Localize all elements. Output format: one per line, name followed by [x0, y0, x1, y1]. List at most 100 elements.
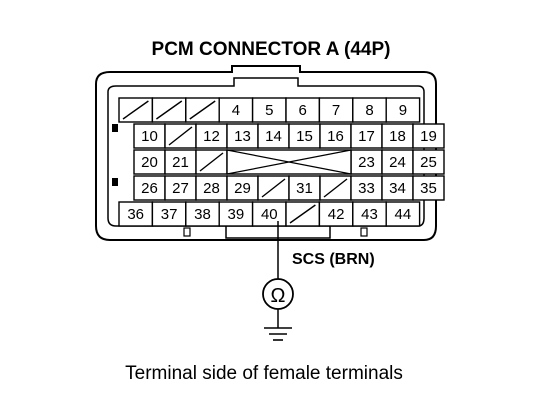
terminal-cell: 28: [195, 175, 228, 201]
terminal-number: 24: [389, 154, 406, 171]
terminal-number: 43: [361, 206, 378, 223]
terminal-cell: 4: [218, 97, 254, 123]
terminal-cell: 43: [352, 201, 387, 227]
terminal-number: 31: [296, 180, 313, 197]
terminal-cell: 29: [226, 175, 259, 201]
terminal-number: 20: [141, 154, 158, 171]
terminal-number: 5: [265, 102, 273, 119]
terminal-cell: 39: [218, 201, 254, 227]
connector-housing-outer: [95, 65, 437, 241]
terminal-cell: 25: [412, 149, 445, 175]
terminal-cell: 8: [352, 97, 387, 123]
terminal-cell: [118, 97, 154, 123]
side-key-left-top: [112, 124, 118, 132]
terminal-number: 42: [328, 206, 345, 223]
empty-cavity-slash: [199, 152, 224, 172]
terminal-number: 27: [172, 180, 189, 197]
terminal-number: 34: [389, 180, 406, 197]
terminal-number: 8: [365, 102, 373, 119]
terminal-cell: 10: [133, 123, 166, 149]
terminal-cell: 37: [151, 201, 187, 227]
terminal-number: 26: [141, 180, 158, 197]
terminal-number: 29: [234, 180, 251, 197]
terminal-number: 7: [332, 102, 340, 119]
terminal-cell: 6: [285, 97, 321, 123]
terminal-number: 39: [228, 206, 245, 223]
ohm-symbol: Ω: [271, 285, 286, 307]
terminal-number: 21: [172, 154, 189, 171]
terminal-cell: [185, 97, 220, 123]
terminal-cell: 16: [319, 123, 352, 149]
terminal-cell: 20: [133, 149, 166, 175]
terminal-cell: [151, 97, 187, 123]
terminal-number: 35: [420, 180, 437, 197]
terminal-cell: 44: [385, 201, 421, 227]
terminal-number: 37: [161, 206, 178, 223]
terminal-number: 44: [395, 206, 412, 223]
terminal-cell: 33: [350, 175, 383, 201]
terminal-cell: [164, 123, 197, 149]
side-key-left-bottom: [112, 178, 118, 186]
terminal-cell: 24: [381, 149, 414, 175]
terminal-cell: 26: [133, 175, 166, 201]
empty-cavity-slash: [155, 100, 183, 120]
terminal-grid: 4 5 6 7 8 9 10 12 13 14 15 16 17 18 19 20 21 23 24 25 26 27 28…: [118, 97, 445, 227]
diagram-caption: Terminal side of female terminals: [125, 363, 403, 384]
terminal-cell: 18: [381, 123, 414, 149]
terminal-number: 9: [399, 102, 407, 119]
terminal-number: 38: [194, 206, 211, 223]
terminal-cell: 42: [318, 201, 354, 227]
terminal-cell: [285, 201, 321, 227]
terminal-cell: 19: [412, 123, 445, 149]
empty-cavity-slash: [168, 126, 193, 146]
terminal-number: 33: [358, 180, 375, 197]
terminal-number: 25: [420, 154, 437, 171]
terminal-cell: [257, 175, 290, 201]
connector-title: PCM CONNECTOR A (44P): [152, 39, 391, 60]
terminal-cell: 17: [350, 123, 383, 149]
terminal-cell: 21: [164, 149, 197, 175]
terminal-cell: 40: [251, 201, 287, 227]
terminal-cell: 5: [251, 97, 287, 123]
terminal-number: 17: [358, 128, 375, 145]
terminal-number: 10: [141, 128, 158, 145]
terminal-cell: 7: [318, 97, 354, 123]
terminal-number: 6: [299, 102, 307, 119]
terminal-cell: 9: [385, 97, 421, 123]
bottom-key-left: [183, 227, 191, 237]
terminal-number: 28: [203, 180, 220, 197]
terminal-number: 16: [327, 128, 344, 145]
terminal-cell: 34: [381, 175, 414, 201]
unused-block-x: [226, 149, 352, 175]
terminal-cell: [319, 175, 352, 201]
terminal-number: 18: [389, 128, 406, 145]
empty-cavity-slash: [289, 204, 316, 224]
terminal-cell: 38: [185, 201, 220, 227]
probe-label: SCS (BRN): [292, 251, 375, 268]
ground-icon: [264, 309, 292, 341]
terminal-cell: 35: [412, 175, 445, 201]
terminal-cell: [195, 149, 228, 175]
terminal-number: 36: [127, 206, 144, 223]
terminal-number: 14: [265, 128, 282, 145]
empty-cavity-slash: [122, 100, 149, 120]
terminal-number: 4: [232, 102, 240, 119]
terminal-number: 40: [261, 206, 278, 223]
terminal-number: 15: [296, 128, 313, 145]
terminal-number: 12: [203, 128, 220, 145]
terminal-number: 19: [420, 128, 437, 145]
terminal-cell: 12: [195, 123, 228, 149]
terminal-cell: 23: [350, 149, 383, 175]
bottom-key-right: [360, 227, 368, 237]
terminal-cell: 13: [226, 123, 259, 149]
terminal-number: 13: [234, 128, 251, 145]
empty-cavity-slash: [261, 178, 286, 198]
empty-cavity-slash: [189, 100, 216, 120]
empty-cavity-slash: [323, 178, 348, 198]
terminal-cell: 14: [257, 123, 290, 149]
terminal-cell: 27: [164, 175, 197, 201]
terminal-cell: 15: [288, 123, 321, 149]
terminal-cell: 31: [288, 175, 321, 201]
